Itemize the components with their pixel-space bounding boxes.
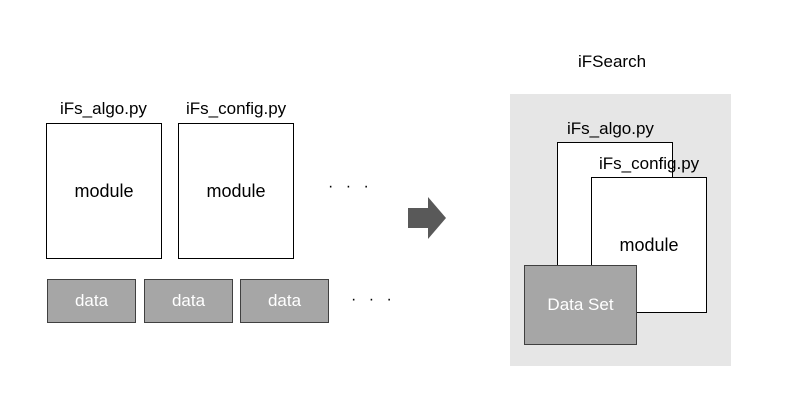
data-box-1-text: data [74,291,109,310]
ifsearch-title: iFSearch [578,52,647,71]
ifsearch-config-label: iFs_config.py [599,154,700,173]
right-arrow-icon [408,197,446,239]
module-ellipsis: · · · [328,178,373,195]
dataset-text: Data Set [547,295,614,314]
ifsearch-algo-label: iFs_algo.py [567,119,654,138]
data-box-1: data [47,279,136,323]
algo-module-text: module [74,180,134,201]
data-box-2: data [144,279,233,323]
config-file-label: iFs_config.py [186,99,287,118]
config-module-box: module [178,123,294,259]
ifsearch-module-text: module [619,234,679,255]
dataset-box: Data Set [524,265,637,345]
data-box-2-text: data [171,291,206,310]
data-box-3: data [240,279,329,323]
config-module-text: module [206,180,266,201]
data-ellipsis: · · · [351,291,396,308]
algo-file-label: iFs_algo.py [60,99,147,118]
ifsearch-config-box: module [591,177,707,313]
data-box-3-text: data [267,291,302,310]
algo-module-box: module [46,123,162,259]
